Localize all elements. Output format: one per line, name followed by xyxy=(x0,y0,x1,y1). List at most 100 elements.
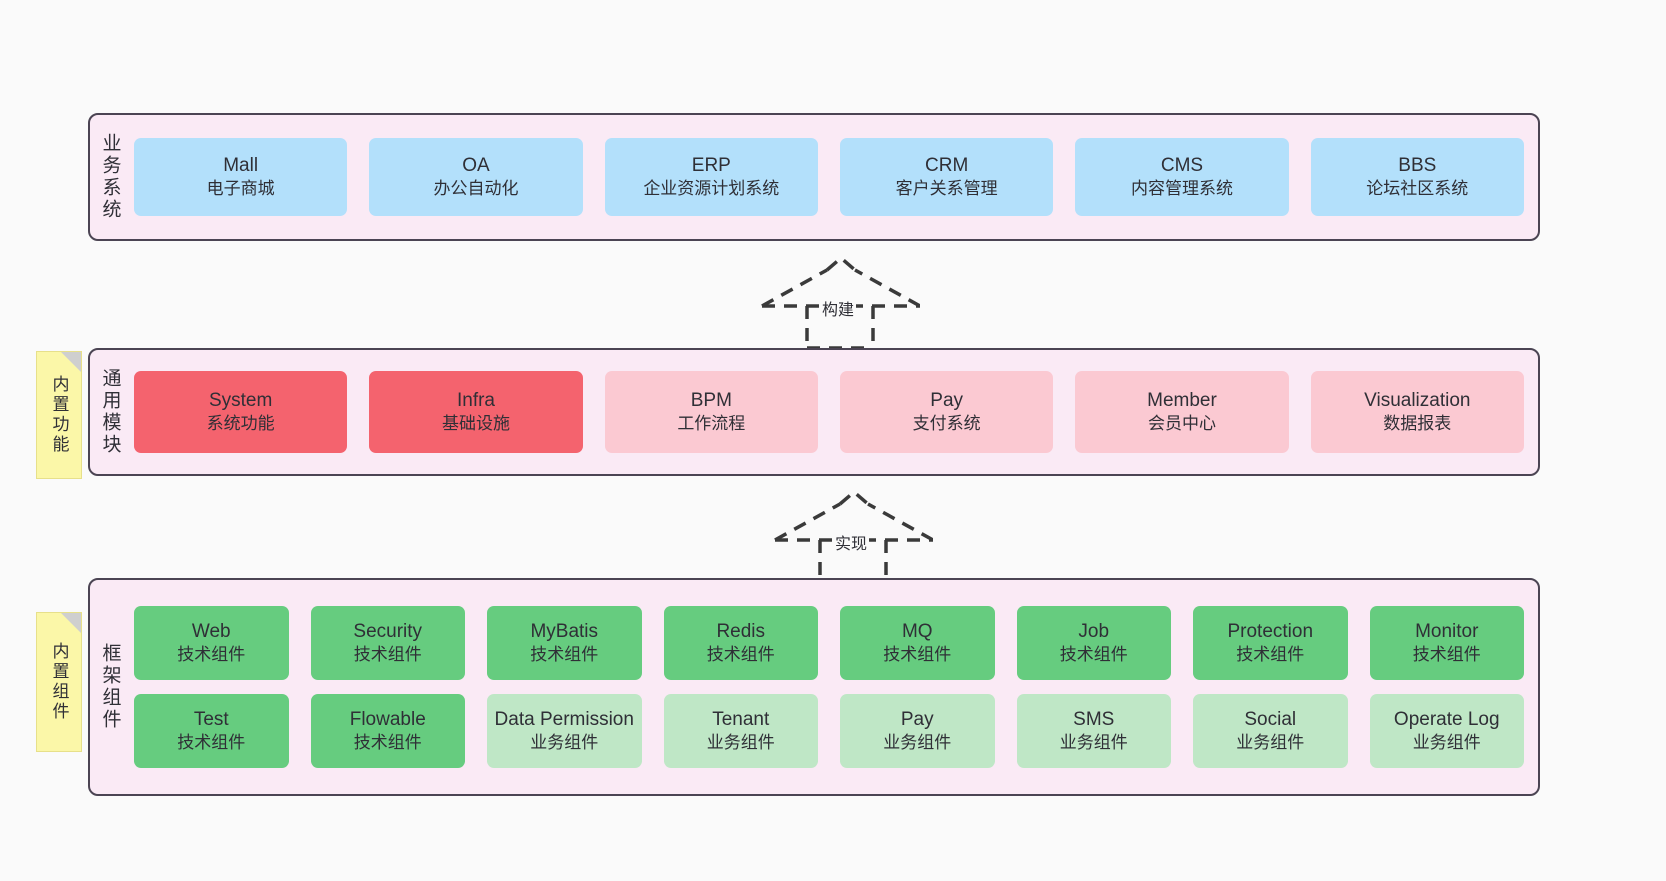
card-subtitle: 业务组件 xyxy=(883,733,952,753)
card-operate-log[interactable]: Operate Log 业务组件 xyxy=(1369,694,1524,768)
card-crm[interactable]: CRM 客户关系管理 xyxy=(839,138,1054,216)
card-title: OA xyxy=(462,154,490,176)
layer-common-module[interactable]: 通用模块 System 系统功能 Infra 基础设施 BPM 工作流程 Pay… xyxy=(88,348,1540,476)
card-erp[interactable]: ERP 企业资源计划系统 xyxy=(604,138,818,216)
card-subtitle: 技术组件 xyxy=(353,645,422,665)
layer-body-business-system: Mall 电子商城 OA 办公自动化 ERP 企业资源计划系统 CRM 客户关系… xyxy=(130,115,1538,239)
card-subtitle: 技术组件 xyxy=(353,733,422,753)
card-title: Protection xyxy=(1227,620,1314,642)
card-subtitle: 数据报表 xyxy=(1383,414,1452,434)
card-monitor[interactable]: Monitor 技术组件 xyxy=(1369,606,1524,680)
card-flowable[interactable]: Flowable 技术组件 xyxy=(310,694,465,768)
layer-framework-component[interactable]: 框架组件 Web 技术组件 Security 技术组件 MyBatis 技术组件… xyxy=(88,578,1540,796)
card-title: Operate Log xyxy=(1393,708,1500,730)
card-title: MyBatis xyxy=(530,620,599,642)
card-subtitle: 技术组件 xyxy=(883,645,952,665)
card-mybatis[interactable]: MyBatis 技术组件 xyxy=(487,606,642,680)
card-row: Test 技术组件 Flowable 技术组件 Data Permission … xyxy=(134,694,1524,768)
card-subtitle: 基础设施 xyxy=(441,414,510,434)
card-title: CMS xyxy=(1160,154,1204,176)
card-test[interactable]: Test 技术组件 xyxy=(134,694,289,768)
card-title: Flowable xyxy=(349,708,426,730)
card-subtitle: 工作流程 xyxy=(677,414,746,434)
sticky-note-builtin-function[interactable]: 内置功能 xyxy=(36,351,82,479)
card-title: Pay xyxy=(930,389,964,411)
card-pay[interactable]: Pay 支付系统 xyxy=(839,371,1054,453)
card-subtitle: 系统功能 xyxy=(206,414,275,434)
card-subtitle: 会员中心 xyxy=(1147,414,1216,434)
card-subtitle: 业务组件 xyxy=(1236,733,1305,753)
card-visualization[interactable]: Visualization 数据报表 xyxy=(1310,371,1524,453)
card-infra[interactable]: Infra 基础设施 xyxy=(369,371,583,453)
card-title: Visualization xyxy=(1364,389,1471,411)
card-title: SMS xyxy=(1073,708,1115,730)
card-subtitle: 业务组件 xyxy=(1412,733,1481,753)
card-pay-business[interactable]: Pay 业务组件 xyxy=(840,694,995,768)
folded-corner-icon xyxy=(61,613,81,633)
card-row: Web 技术组件 Security 技术组件 MyBatis 技术组件 Redi… xyxy=(134,606,1524,680)
layer-body-common-module: System 系统功能 Infra 基础设施 BPM 工作流程 Pay 支付系统… xyxy=(130,350,1538,474)
card-title: Tenant xyxy=(712,708,770,730)
card-title: BPM xyxy=(690,389,732,411)
card-system[interactable]: System 系统功能 xyxy=(134,371,348,453)
card-title: Monitor xyxy=(1415,620,1479,642)
layer-title-framework-component: 框架组件 xyxy=(99,643,121,731)
sticky-note-builtin-component[interactable]: 内置组件 xyxy=(36,612,82,752)
layer-title-common-module: 通用模块 xyxy=(99,368,121,456)
card-title: Security xyxy=(353,620,423,642)
card-social[interactable]: Social 业务组件 xyxy=(1193,694,1348,768)
card-redis[interactable]: Redis 技术组件 xyxy=(663,606,818,680)
card-cms[interactable]: CMS 内容管理系统 xyxy=(1075,138,1289,216)
sticky-note-label: 内置组件 xyxy=(49,642,69,722)
card-tenant[interactable]: Tenant 业务组件 xyxy=(663,694,818,768)
card-subtitle: 技术组件 xyxy=(1236,645,1305,665)
card-subtitle: 业务组件 xyxy=(530,733,599,753)
card-job[interactable]: Job 技术组件 xyxy=(1016,606,1171,680)
card-subtitle: 支付系统 xyxy=(912,414,981,434)
card-sms[interactable]: SMS 业务组件 xyxy=(1016,694,1171,768)
card-title: Infra xyxy=(456,389,495,411)
card-subtitle: 客户关系管理 xyxy=(895,179,998,199)
card-title: Web xyxy=(191,620,231,642)
card-title: Data Permission xyxy=(494,708,634,730)
card-security[interactable]: Security 技术组件 xyxy=(310,606,465,680)
card-subtitle: 办公自动化 xyxy=(433,179,519,199)
card-title: ERP xyxy=(691,154,731,176)
card-row: Mall 电子商城 OA 办公自动化 ERP 企业资源计划系统 CRM 客户关系… xyxy=(134,138,1524,216)
card-subtitle: 内容管理系统 xyxy=(1130,179,1233,199)
card-subtitle: 技术组件 xyxy=(1412,645,1481,665)
card-title: Mall xyxy=(223,154,259,176)
card-subtitle: 电子商城 xyxy=(206,179,275,199)
card-title: Test xyxy=(193,708,229,730)
card-protection[interactable]: Protection 技术组件 xyxy=(1193,606,1348,680)
card-subtitle: 论坛社区系统 xyxy=(1366,179,1469,199)
card-oa[interactable]: OA 办公自动化 xyxy=(369,138,583,216)
layer-business-system[interactable]: 业务系统 Mall 电子商城 OA 办公自动化 ERP 企业资源计划系统 CRM… xyxy=(88,113,1540,241)
card-title: Redis xyxy=(716,620,766,642)
card-mall[interactable]: Mall 电子商城 xyxy=(134,138,348,216)
card-title: Member xyxy=(1147,389,1217,411)
card-bbs[interactable]: BBS 论坛社区系统 xyxy=(1310,138,1524,216)
folded-corner-icon xyxy=(61,352,81,372)
card-mq[interactable]: MQ 技术组件 xyxy=(840,606,995,680)
card-row: System 系统功能 Infra 基础设施 BPM 工作流程 Pay 支付系统… xyxy=(134,371,1524,453)
card-subtitle: 企业资源计划系统 xyxy=(643,179,780,199)
card-subtitle: 技术组件 xyxy=(706,645,775,665)
card-subtitle: 技术组件 xyxy=(530,645,599,665)
card-web[interactable]: Web 技术组件 xyxy=(134,606,289,680)
card-subtitle: 技术组件 xyxy=(177,645,246,665)
layer-body-framework-component: Web 技术组件 Security 技术组件 MyBatis 技术组件 Redi… xyxy=(130,580,1538,794)
card-title: Job xyxy=(1078,620,1110,642)
sticky-note-label: 内置功能 xyxy=(49,375,69,455)
card-subtitle: 业务组件 xyxy=(706,733,775,753)
card-subtitle: 技术组件 xyxy=(177,733,246,753)
connector-implement-label: 实现 xyxy=(833,530,870,554)
card-title: Social xyxy=(1244,708,1297,730)
card-subtitle: 技术组件 xyxy=(1059,645,1128,665)
card-subtitle: 业务组件 xyxy=(1059,733,1128,753)
card-member[interactable]: Member 会员中心 xyxy=(1075,371,1289,453)
connector-build-label: 构建 xyxy=(820,296,857,320)
card-data-permission[interactable]: Data Permission 业务组件 xyxy=(487,694,642,768)
card-bpm[interactable]: BPM 工作流程 xyxy=(604,371,818,453)
